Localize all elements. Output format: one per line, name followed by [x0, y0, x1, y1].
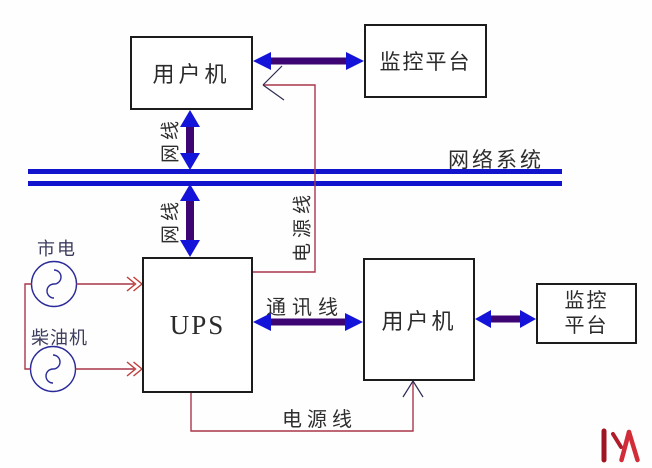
network-system-label: 网络系统	[448, 148, 544, 172]
power-cable-label-vertical: 电源线	[292, 189, 314, 263]
ac-source-mains-icon	[30, 260, 78, 308]
arrow-userbottom-monitorbottom	[475, 310, 536, 328]
power-line-arrowhead-usertop	[262, 65, 285, 101]
network-bus-lines	[28, 169, 562, 186]
arrow-usertop-monitortop	[253, 52, 364, 70]
box-user-machine-top: 用户机	[130, 36, 253, 110]
comm-cable-label: 通讯线	[266, 297, 344, 319]
brand-logo-icon	[601, 428, 640, 463]
net-cable-label-top: 网线	[160, 116, 182, 164]
box-ups: UPS	[142, 257, 253, 393]
chevron-arrows-into-ups	[126, 276, 144, 377]
arrow-usertop-network	[180, 110, 200, 170]
diesel-generator-label: 柴油机	[31, 328, 88, 348]
power-line-ups-to-userbottom	[190, 382, 414, 432]
box-monitor-platform-bottom: 监控 平台	[536, 283, 637, 344]
net-cable-label-bottom: 网线	[160, 197, 182, 245]
power-line-arrowhead-userbottom	[402, 380, 424, 398]
box-user-machine-top-label: 用户机	[152, 62, 231, 87]
box-monitor-platform-bottom-label-line2: 平台	[564, 314, 609, 337]
box-user-machine-bottom: 用户机	[363, 258, 475, 381]
mains-power-label: 市电	[37, 239, 77, 259]
source-feed-lines	[24, 283, 134, 370]
arrow-ups-userbottom	[253, 313, 363, 331]
power-cable-label-bottom: 电源线	[282, 409, 357, 431]
box-monitor-platform-bottom-label-line1: 监控	[564, 289, 609, 312]
ac-source-diesel-icon	[29, 345, 77, 393]
box-monitor-platform-top-label: 监控平台	[379, 50, 472, 74]
box-user-machine-bottom-label: 用户机	[381, 308, 457, 334]
power-line-ups-to-usertop	[253, 84, 316, 273]
box-ups-label: UPS	[169, 309, 226, 340]
arrow-network-ups	[180, 184, 200, 257]
box-monitor-platform-top: 监控平台	[364, 24, 487, 98]
